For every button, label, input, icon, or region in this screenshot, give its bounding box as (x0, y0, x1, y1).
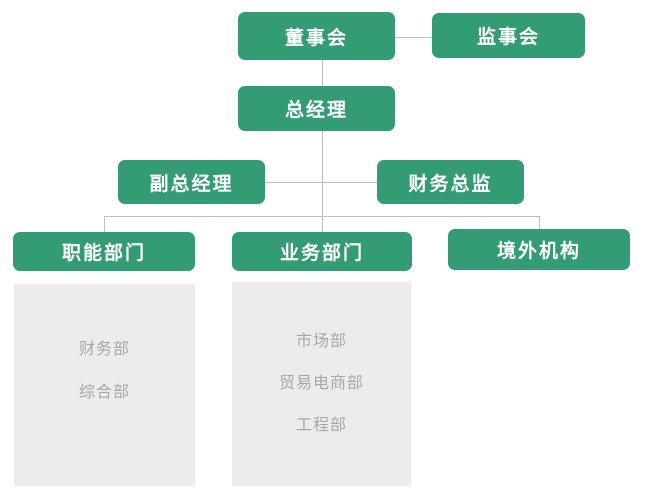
list-item: 贸易电商部 (278, 375, 364, 392)
node-finance-director[interactable]: 财务总监 (377, 160, 524, 204)
list-item: 财务部 (78, 341, 130, 358)
node-functional-department[interactable]: 职能部门 (13, 232, 195, 271)
node-deputy-general-manager[interactable]: 副总经理 (118, 160, 265, 204)
panel-business-department: 市场部 贸易电商部 工程部 (232, 282, 411, 486)
connector-board-to-supervisors (394, 37, 433, 38)
panel-functional-department: 财务部 综合部 (14, 284, 195, 486)
list-item: 综合部 (78, 384, 130, 401)
node-board-of-supervisors[interactable]: 监事会 (432, 13, 585, 58)
node-overseas-institution[interactable]: 境外机构 (448, 229, 630, 270)
list-item: 市场部 (295, 333, 347, 350)
list-item: 工程部 (295, 417, 347, 434)
connector-drop-functional (104, 216, 105, 233)
connector-drop-business (322, 216, 323, 233)
node-board-of-directors[interactable]: 董事会 (238, 12, 395, 60)
node-business-department[interactable]: 业务部门 (232, 232, 412, 271)
connector-drop-overseas (539, 216, 540, 230)
connector-spine-board-to-gm (322, 59, 323, 87)
connector-deputy-to-finance (265, 182, 378, 183)
node-general-manager[interactable]: 总经理 (238, 86, 395, 131)
connector-spine-gm-to-bracket (322, 131, 323, 217)
